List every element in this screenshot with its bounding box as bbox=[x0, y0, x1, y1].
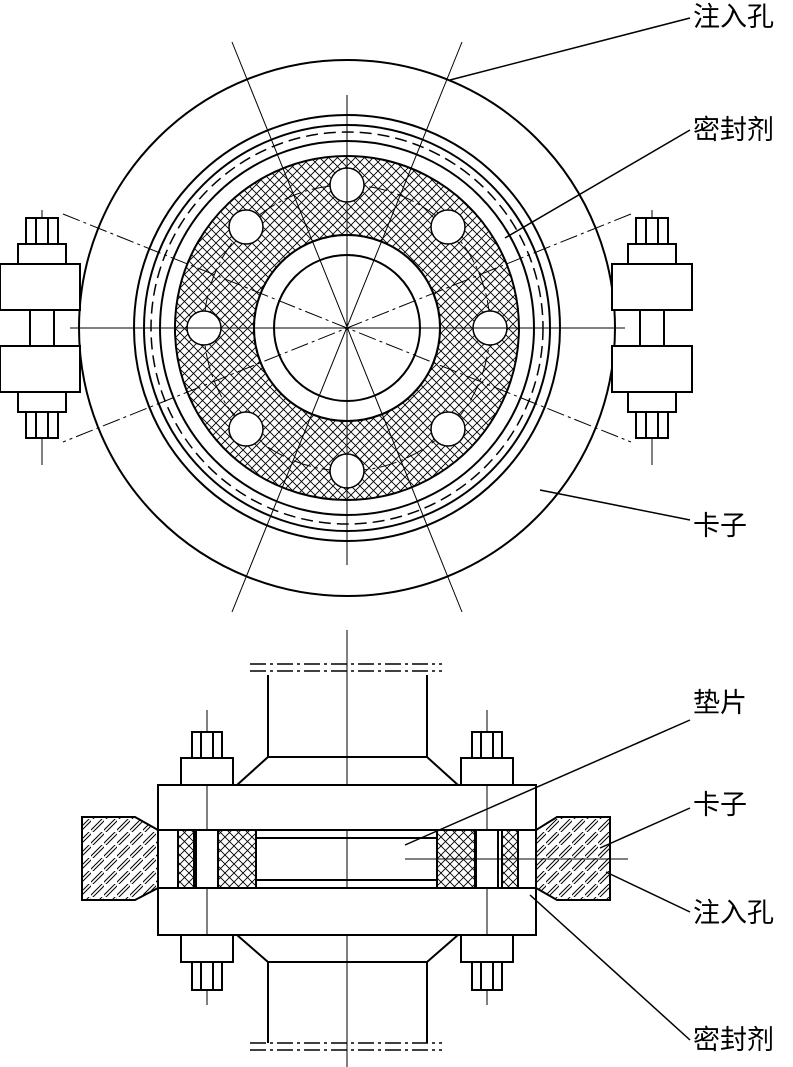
label-bottom-gasket: 垫片 bbox=[693, 688, 747, 719]
bottom-leaders bbox=[404, 719, 691, 1041]
center-lines bbox=[62, 41, 632, 613]
upper-pipe bbox=[236, 663, 459, 786]
label-top-clamp: 卡子 bbox=[693, 511, 747, 542]
top-leaders bbox=[449, 17, 691, 521]
label-bottom-injection-hole: 注入孔 bbox=[693, 898, 774, 929]
label-top-sealant: 密封剂 bbox=[693, 115, 774, 146]
left-flange-bolt bbox=[180, 710, 234, 1005]
lower-pipe bbox=[236, 934, 459, 1051]
bottom-view bbox=[81, 630, 691, 1067]
label-bottom-sealant: 密封剂 bbox=[693, 1025, 774, 1056]
upper-flange bbox=[157, 784, 537, 831]
lower-flange bbox=[157, 887, 537, 936]
label-top-injection-hole: 注入孔 bbox=[693, 2, 774, 33]
left-clamp-section bbox=[81, 816, 159, 901]
top-view bbox=[0, 17, 693, 613]
label-bottom-clamp: 卡子 bbox=[693, 790, 747, 821]
right-clamp-bolt bbox=[611, 210, 693, 465]
left-clamp-bolt bbox=[0, 210, 81, 465]
